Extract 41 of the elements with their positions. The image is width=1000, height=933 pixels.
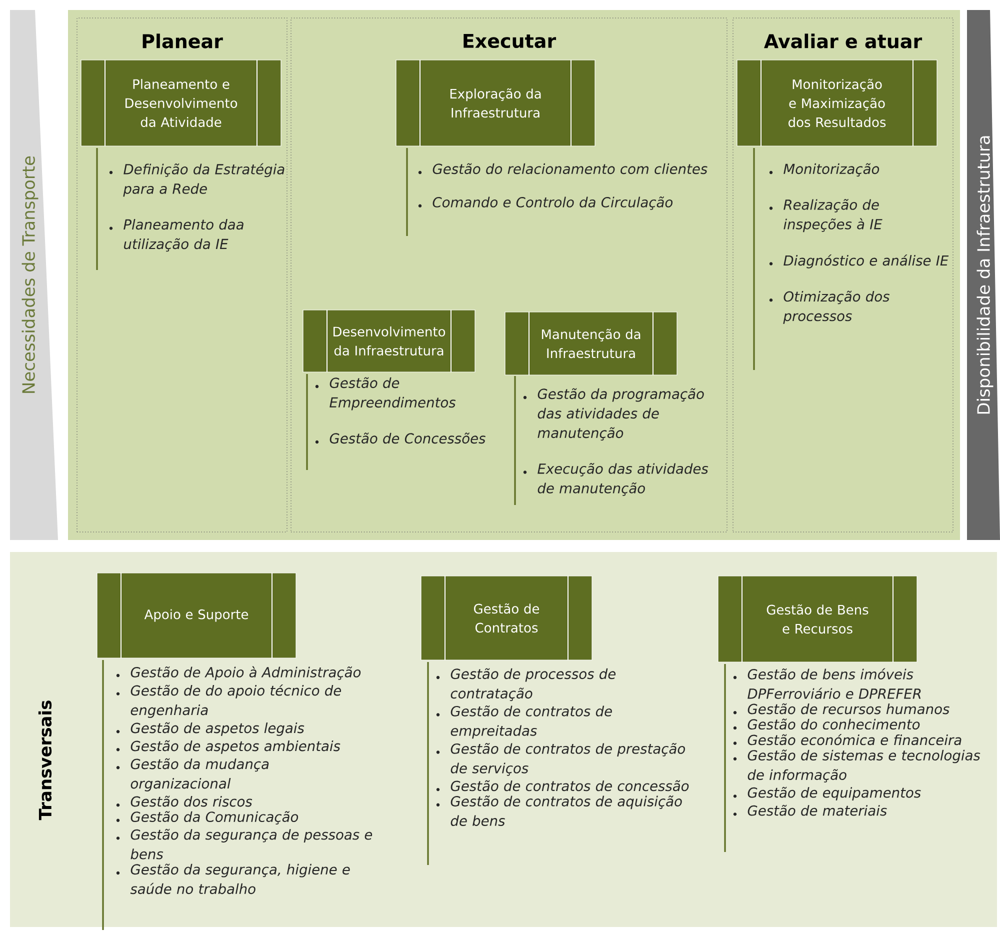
bullet-item: Gestão de Concessões bbox=[315, 432, 486, 444]
bullet-item: Gestão da segurança de pessoas e bens bbox=[116, 828, 372, 860]
bullet-item: Gestão dos riscos bbox=[116, 796, 252, 807]
process-box: Apoio e Suporte bbox=[96, 572, 296, 658]
bullet-item: Gestão de do apoio técnico de engenharia bbox=[116, 684, 342, 718]
bullet-item: Gestão do relacionamento com clientes bbox=[418, 163, 708, 174]
bullet-item: Gestão económica e financeira bbox=[733, 734, 962, 746]
bullet-item: Gestão de aspetos ambientais bbox=[116, 740, 340, 754]
process-box: Desenvolvimento da Infraestrutura bbox=[302, 310, 476, 372]
bullet-item: Diagnóstico e análise IE bbox=[769, 254, 949, 268]
bullet-item: Planeamento daa utilização da IE bbox=[109, 219, 244, 252]
process-box: Exploração da Infraestrutura bbox=[396, 60, 596, 146]
bullet-item: Gestão da mudança organizacional bbox=[116, 758, 269, 792]
bullet-item: Gestão de processos de contratação bbox=[436, 668, 616, 702]
bullet-item: Gestão de contratos de concessão bbox=[436, 780, 689, 792]
bullet-item: Execução das atividades de manutenção bbox=[523, 462, 708, 496]
bullet-item: Gestão de bens imóveis DPFerroviário e DPREFER bbox=[733, 668, 921, 699]
bullet-item: Gestão de materiais bbox=[733, 804, 887, 816]
bullet-item: Gestão de recursos humanos bbox=[733, 703, 950, 714]
bullet-item: Gestão de Apoio à Administração bbox=[116, 666, 361, 680]
bullet-item: Gestão da programação das atividades de manutenção bbox=[523, 388, 704, 441]
bullet-item: Realização de inspeções à IE bbox=[769, 198, 882, 232]
bullet-item: Gestão de contratos de aquisição de bens bbox=[436, 796, 682, 826]
bullet-item: Monitorização bbox=[769, 163, 880, 177]
bullet-item: Gestão de sistemas e tecnologias de informação bbox=[733, 750, 980, 782]
bullet-item: Gestão de contratos de empreitadas bbox=[436, 705, 612, 739]
bullet-item: Gestão de aspetos legais bbox=[116, 722, 304, 736]
bullet-item: Comando e Controlo da Circulação bbox=[418, 196, 673, 210]
bullet-item: Gestão da Comunicação bbox=[116, 811, 298, 824]
bullet-item: Definição da Estratégia para a Rede bbox=[109, 163, 284, 197]
bullet-item: Gestão da segurança, higiene e saúde no trabalho bbox=[116, 864, 350, 894]
process-box: Gestão de Contratos bbox=[420, 576, 592, 660]
bullet-item: Otimização dos processos bbox=[769, 290, 890, 324]
bullet-item: Gestão de contratos de prestação de serviços bbox=[436, 742, 685, 776]
process-box: Planeamento e Desenvolvimento da Atividade bbox=[80, 60, 282, 146]
bullet-item: Gestão de equipamentos bbox=[733, 786, 921, 800]
bullet-item: Gestão de Empreendimentos bbox=[315, 377, 456, 410]
bullet-item: Gestão do conhecimento bbox=[733, 718, 920, 730]
process-box: Manutenção da Infraestrutura bbox=[504, 312, 678, 376]
process-box: Gestão de Bens e Recursos bbox=[718, 576, 918, 662]
process-box: Monitorização e Maximização dos Resultados bbox=[736, 60, 938, 146]
